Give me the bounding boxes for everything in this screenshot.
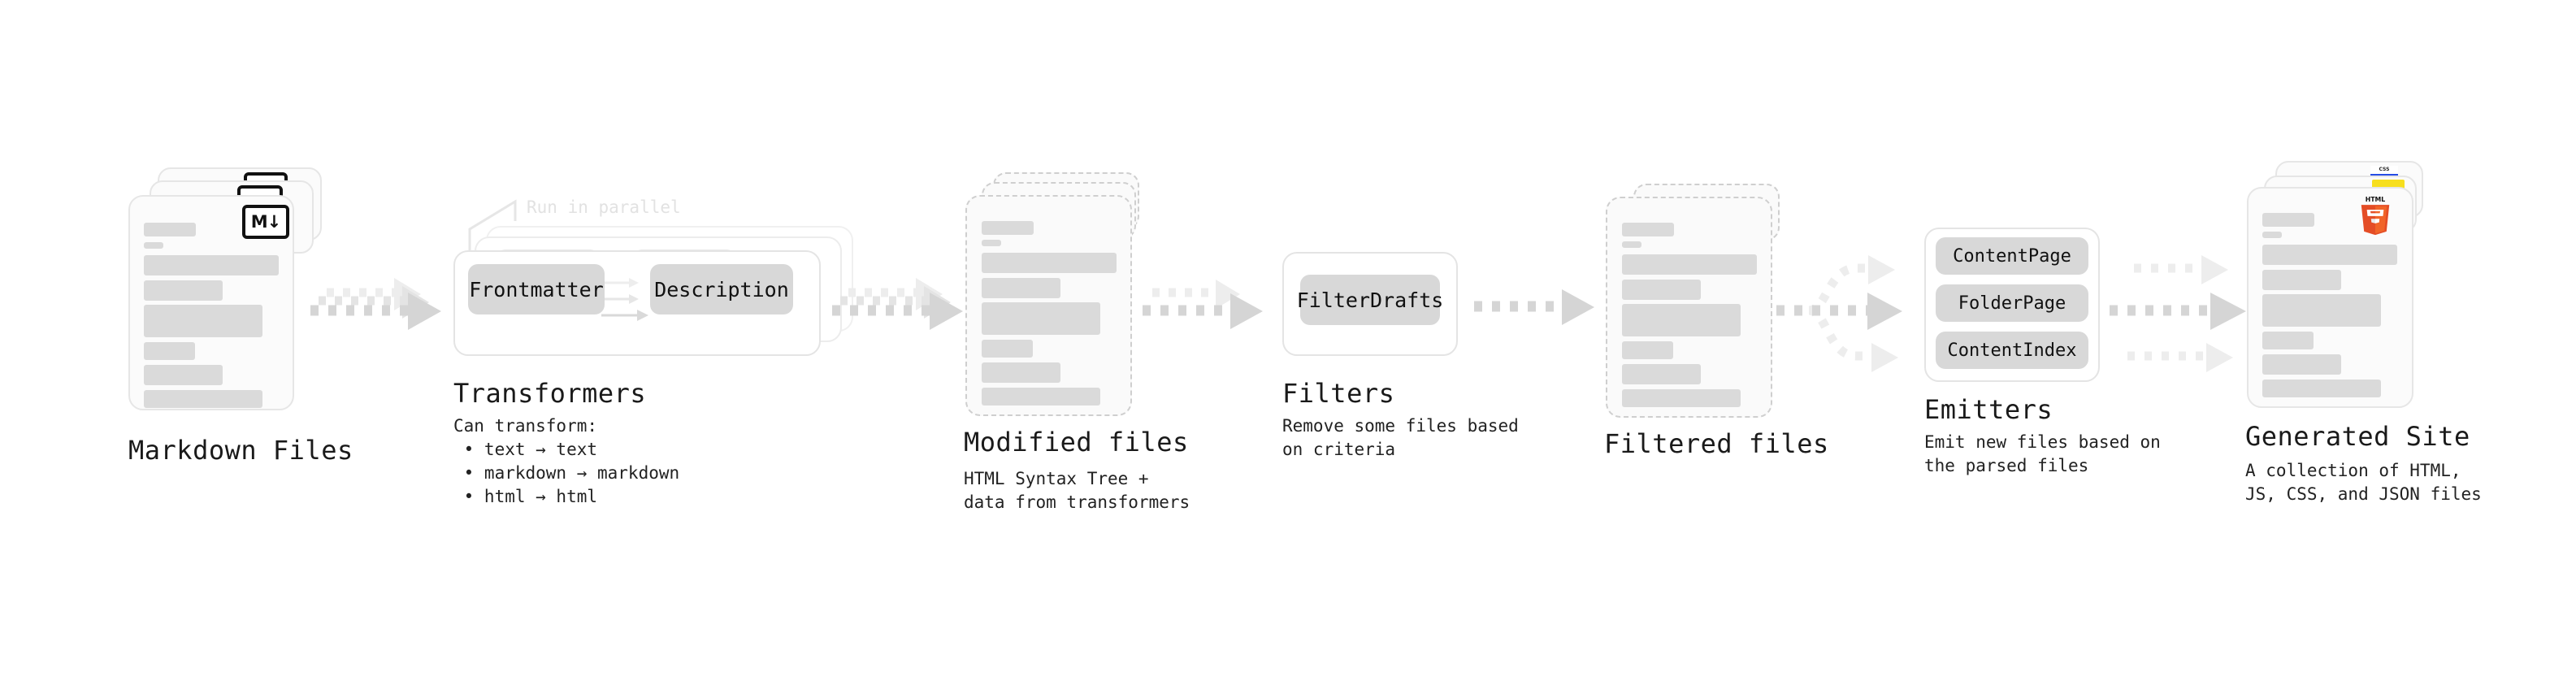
stage-subtitle-modified-files: HTML Syntax Tree + data from transformer… (964, 469, 1190, 512)
stage-title-filtered-files: Filtered files (1604, 428, 1829, 459)
skeleton-line (2262, 332, 2314, 349)
skeleton-line (2262, 354, 2341, 375)
run-in-parallel-label: Run in parallel (527, 197, 681, 217)
skeleton-line (144, 223, 196, 236)
skeleton-line (144, 280, 223, 301)
skeleton-line (1622, 241, 1641, 248)
skeleton-line (982, 340, 1033, 358)
skeleton-line (1622, 280, 1701, 300)
connector-markdown-to-transformers (310, 278, 441, 330)
skeleton-line (982, 253, 1117, 273)
skeleton-line (2262, 380, 2381, 397)
skeleton-line (982, 302, 1100, 335)
stage-subtitle-generated-site: A collection of HTML, JS, CSS, and JSON … (2245, 461, 2482, 504)
stage-title-markdown-files: Markdown Files (128, 435, 353, 466)
skeleton-line (2262, 294, 2381, 327)
skeleton-line (1622, 254, 1757, 275)
transformer-chip-description[interactable]: Description (650, 264, 793, 314)
emitter-chip-folderpage[interactable]: FolderPage (1936, 284, 2088, 322)
skeleton-line (144, 390, 262, 408)
emitter-chip-contentpage[interactable]: ContentPage (1936, 237, 2088, 275)
skeleton-line (2262, 270, 2341, 290)
svg-text:HTML: HTML (2366, 196, 2385, 203)
skeleton-line (1622, 389, 1741, 407)
skeleton-line (1622, 304, 1741, 336)
connector-transformers-to-modified (832, 278, 963, 330)
transformer-inner-arrows (601, 278, 648, 321)
skeleton-line (982, 240, 1001, 246)
stage-subtitle-emitters: Emit new files based on the parsed files (1924, 432, 2161, 475)
connector-emitters-to-site (2110, 255, 2246, 372)
html5-icon: HTML (2361, 196, 2390, 236)
skeleton-line (144, 365, 223, 385)
connector-filtered-to-emitters (1776, 255, 1902, 372)
skeleton-line (1622, 364, 1701, 384)
skeleton-line (2262, 245, 2397, 265)
skeleton-line (982, 278, 1060, 298)
transformer-chip-frontmatter[interactable]: Frontmatter (468, 264, 605, 314)
skeleton-line (982, 221, 1034, 235)
connector-filters-to-filtered (1474, 289, 1594, 325)
stage-title-generated-site: Generated Site (2245, 421, 2470, 452)
filter-chip-filterdrafts[interactable]: FilterDrafts (1297, 275, 1443, 325)
connector-modified-to-filters (1143, 280, 1263, 329)
stage-title-modified-files: Modified files (964, 427, 1189, 458)
stage-subtitle-filters: Remove some files based on criteria (1282, 416, 1519, 459)
stage-title-emitters: Emitters (1924, 394, 2053, 425)
skeleton-line (144, 242, 163, 249)
stage-title-filters: Filters (1282, 378, 1395, 409)
skeleton-line (2262, 213, 2314, 227)
stage-title-transformers: Transformers (453, 378, 647, 409)
emitter-chip-contentindex[interactable]: ContentIndex (1936, 332, 2088, 369)
skeleton-line (144, 305, 262, 337)
skeleton-line (144, 255, 279, 275)
skeleton-line (2262, 232, 2282, 238)
markdown-icon: M↓ (242, 205, 289, 239)
skeleton-line (982, 388, 1100, 406)
skeleton-line (982, 362, 1060, 383)
run-in-parallel-bracket (468, 199, 517, 250)
stage-subtitle-transformers: Can transform: • text → text • markdown … (453, 416, 680, 506)
skeleton-line (144, 342, 195, 360)
skeleton-line (1622, 223, 1674, 236)
skeleton-line (1622, 341, 1673, 359)
